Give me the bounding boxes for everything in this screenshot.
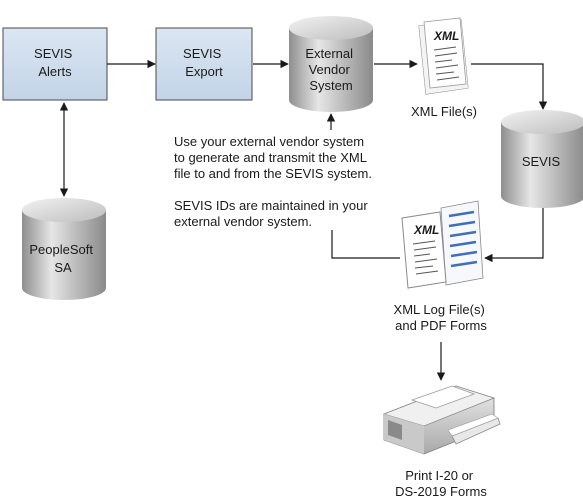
sevis-export-node: SEVIS Export: [155, 27, 253, 101]
external-vendor-system-node: External Vendor System: [289, 16, 373, 112]
xml-log-tag: XML: [413, 223, 439, 237]
peoplesoft-sa-node: PeopleSoft SA: [22, 198, 106, 300]
xml-log-and-pdf-forms-icon: XML: [401, 200, 484, 289]
sevis-alerts-label: SEVIS Alerts: [34, 46, 76, 79]
vendor-generate-note: Use your external vendor system to gener…: [174, 134, 372, 181]
peoplesoft-sa-label: PeopleSoft SA: [29, 242, 96, 275]
xml-file-document-icon: XML: [418, 17, 469, 95]
sevis-alerts-node: SEVIS Alerts: [2, 27, 108, 101]
connector-log-to-note: [331, 230, 400, 259]
xml-files-label: XML File(s): [411, 104, 477, 119]
arrow-xml-to-sevis: [471, 63, 548, 110]
sevis-ids-note: SEVIS IDs are maintained in your externa…: [174, 198, 368, 229]
sevis-label: SEVIS: [522, 154, 561, 169]
arrow-sevis-to-log: [484, 208, 544, 263]
external-vendor-system-label: External Vendor System: [305, 46, 356, 93]
xml-log-files-label: XML Log File(s) and PDF Forms: [394, 302, 489, 333]
sevis-export-label: SEVIS Export: [183, 46, 225, 79]
xml-file-tag: XML: [433, 29, 459, 43]
sevis-node: SEVIS: [501, 110, 583, 208]
printer-icon: [382, 385, 501, 455]
print-forms-label: Print I-20 or DS-2019 Forms: [395, 468, 487, 499]
